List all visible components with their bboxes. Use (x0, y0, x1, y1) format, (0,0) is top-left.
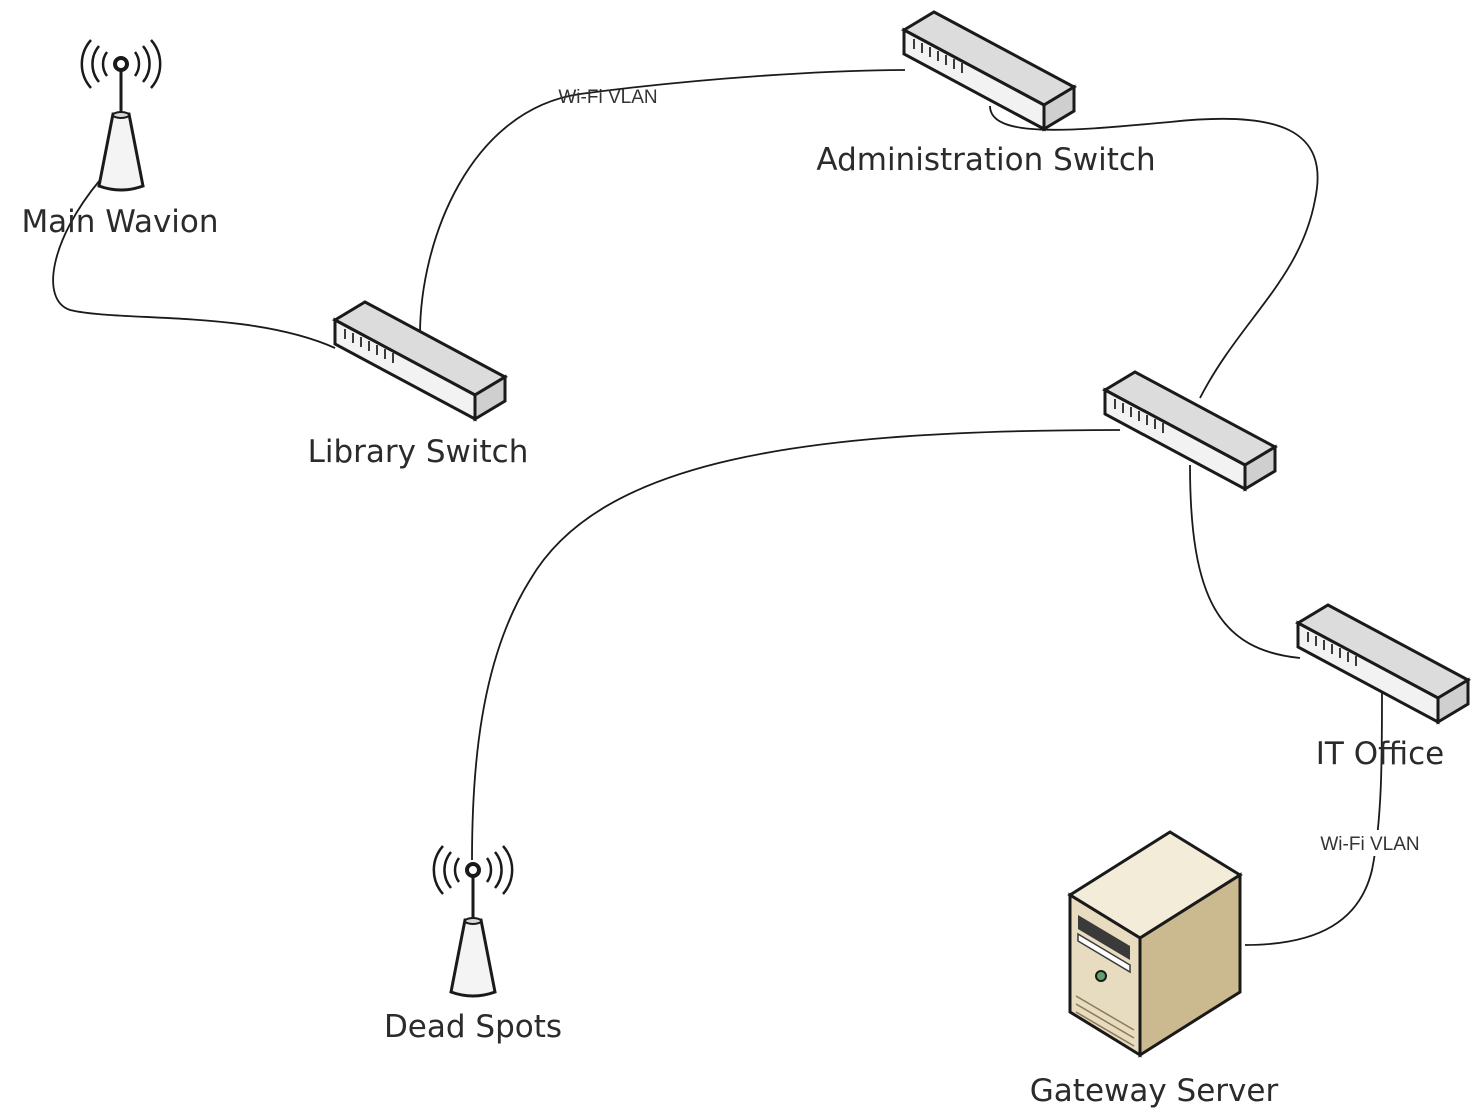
link-itoffice-gateway (1244, 689, 1383, 946)
network-switch-icon (1296, 603, 1470, 724)
link-mainwavion-library (52, 179, 336, 349)
dead-spots-label: Dead Spots (384, 1009, 562, 1045)
link-administration-coreswitch (989, 105, 1319, 399)
administration-switch-node[interactable]: Administration Switch (816, 10, 1156, 178)
library-switch-label: Library Switch (308, 434, 529, 470)
link-library-administration (419, 69, 906, 336)
it-office-label: IT Office (1316, 736, 1444, 772)
link-label-library-administration: Wi-Fi VLAN (558, 87, 657, 108)
it-office-node[interactable]: IT Office (1296, 603, 1470, 772)
link-label-itoffice-gateway: Wi-Fi VLAN (1320, 834, 1419, 855)
server-tower-icon (1067, 830, 1243, 1058)
network-switch-icon (902, 10, 1076, 131)
gateway-server-node[interactable]: Gateway Server (1030, 830, 1279, 1109)
administration-switch-label: Administration Switch (816, 142, 1155, 178)
main-wavion-label: Main Wavion (21, 204, 218, 240)
links (52, 69, 1383, 946)
wireless-access-point-icon (431, 844, 515, 998)
wireless-access-point-icon (79, 38, 163, 192)
library-switch-node[interactable]: Library Switch (308, 300, 529, 470)
main-wavion-node[interactable]: Main Wavion (21, 38, 219, 240)
link-coreswitch-deadspots (471, 429, 1121, 861)
gateway-server-label: Gateway Server (1030, 1073, 1279, 1109)
link-coreswitch-itoffice (1189, 464, 1301, 659)
dead-spots-node[interactable]: Dead Spots (384, 844, 562, 1045)
link-label-bg-itoffice-gateway (1310, 830, 1432, 856)
